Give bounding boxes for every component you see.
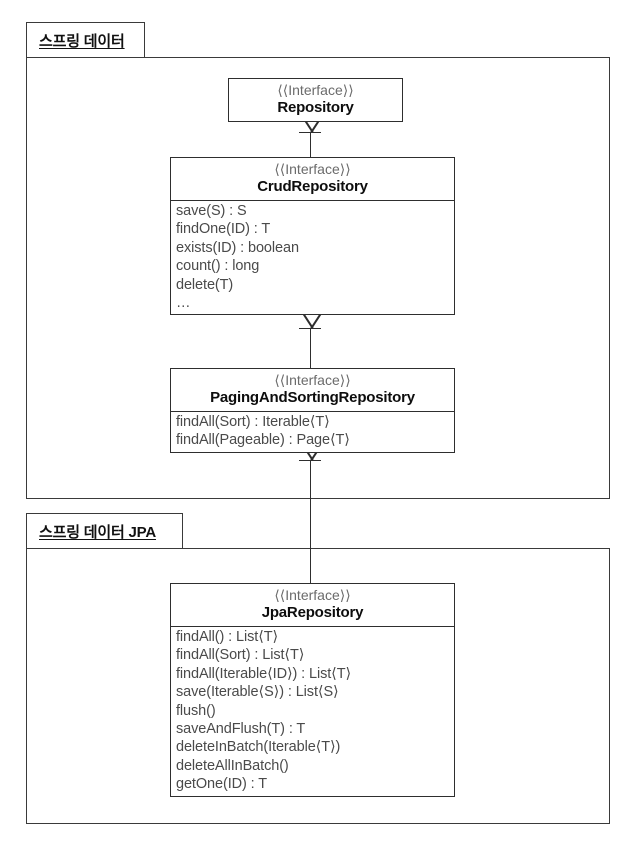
class-header-crud-repository: ⟨⟨Interface⟩⟩ CrudRepository [171, 158, 454, 201]
class-box-paging-and-sorting-repository[interactable]: ⟨⟨Interface⟩⟩ PagingAndSortingRepository… [170, 368, 455, 453]
class-member: save(S) : S [176, 203, 247, 219]
package-label-spring-data: 스프링 데이터 [39, 32, 125, 50]
class-member: findAll(Sort) : List⟨T⟩ [176, 647, 305, 664]
class-member: count() : long [176, 258, 260, 275]
generalization-arrow-base-paging-to-crud [299, 328, 321, 329]
stereotype-label-crud-repository: ⟨⟨Interface⟩⟩ [274, 161, 351, 177]
package-body-spring-data [26, 57, 610, 499]
class-box-crud-repository[interactable]: ⟨⟨Interface⟩⟩ CrudRepository save(S) : S… [170, 157, 455, 316]
class-name-paging-and-sorting-repository: PagingAndSortingRepository [210, 389, 415, 406]
package-label-spring-data-jpa: 스프링 데이터 JPA [39, 523, 157, 541]
stereotype-label-repository: ⟨⟨Interface⟩⟩ [277, 82, 354, 98]
class-member: deleteInBatch(Iterable⟨T⟩) [176, 739, 341, 756]
class-box-repository[interactable]: ⟨⟨Interface⟩⟩ Repository [228, 78, 403, 122]
package-tab-spring-data: 스프링 데이터 [26, 22, 145, 58]
generalization-arrow-base-crud-to-repository [299, 132, 321, 133]
class-header-paging-and-sorting-repository: ⟨⟨Interface⟩⟩ PagingAndSortingRepository [171, 369, 454, 412]
class-member: save(Iterable⟨S⟩) : List⟨S⟩ [176, 684, 339, 701]
generalization-arrow-paging-to-crud [300, 312, 322, 329]
stereotype-label-paging-and-sorting-repository: ⟨⟨Interface⟩⟩ [274, 372, 351, 388]
class-member: findAll(Iterable⟨ID⟩) : List⟨T⟩ [176, 665, 352, 682]
class-member: findAll(Sort) : Iterable⟨T⟩ [176, 414, 330, 430]
class-header-jpa-repository: ⟨⟨Interface⟩⟩ JpaRepository [171, 584, 454, 627]
class-member: exists(ID) : boolean [176, 239, 299, 256]
class-name-repository: Repository [277, 99, 354, 116]
class-member: findAll(Pageable) : Page⟨T⟩ [176, 432, 350, 449]
class-member: flush() [176, 702, 216, 719]
class-members-jpa-repository: findAll() : List⟨T⟩ findAll(Sort) : List… [171, 627, 454, 796]
class-member: findAll() : List⟨T⟩ [176, 629, 279, 645]
package-spring-data-jpa: 스프링 데이터 JPA [26, 513, 610, 824]
class-member: … [176, 295, 191, 312]
class-box-jpa-repository[interactable]: ⟨⟨Interface⟩⟩ JpaRepository findAll() : … [170, 583, 455, 797]
generalization-line-jpa-to-paging [310, 459, 311, 583]
generalization-line-crud-to-repository [310, 131, 311, 158]
class-member: deleteAllInBatch() [176, 757, 289, 774]
class-name-crud-repository: CrudRepository [257, 178, 368, 195]
class-member: saveAndFlush(T) : T [176, 721, 306, 738]
class-member: findOne(ID) : T [176, 221, 271, 238]
class-members-crud-repository: save(S) : S findOne(ID) : T exists(ID) :… [171, 201, 454, 314]
package-tab-spring-data-jpa: 스프링 데이터 JPA [26, 513, 183, 549]
class-header-repository: ⟨⟨Interface⟩⟩ Repository [229, 79, 402, 121]
class-member: delete(T) [176, 276, 234, 293]
package-body-spring-data-jpa [26, 548, 610, 824]
stereotype-label-jpa-repository: ⟨⟨Interface⟩⟩ [274, 587, 351, 603]
class-name-jpa-repository: JpaRepository [261, 604, 364, 621]
generalization-arrow-base-jpa-to-paging [299, 460, 321, 461]
class-members-paging-and-sorting-repository: findAll(Sort) : Iterable⟨T⟩ findAll(Page… [171, 412, 454, 452]
generalization-line-paging-to-crud [310, 327, 311, 369]
class-member: getOne(ID) : T [176, 776, 268, 793]
package-spring-data: 스프링 데이터 [26, 22, 610, 499]
